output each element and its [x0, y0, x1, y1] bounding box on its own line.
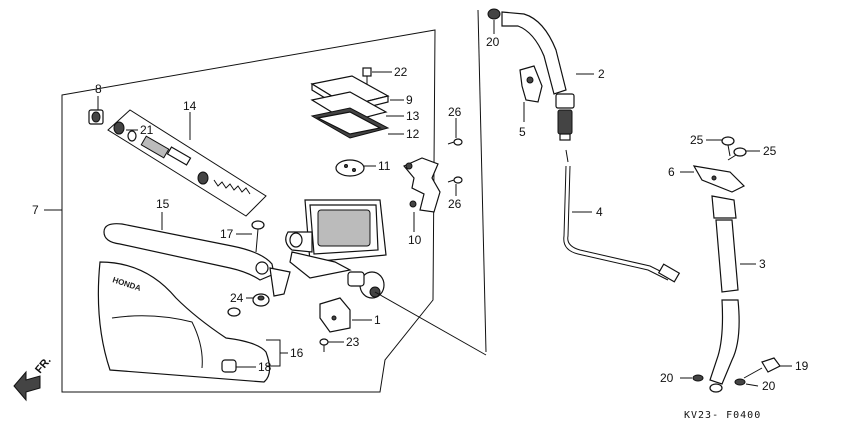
part-8-boot-cap: [88, 96, 104, 125]
part-23-screw: [319, 338, 329, 352]
callout-18: 18: [258, 360, 272, 374]
callout-14: 14: [183, 99, 197, 113]
callout-11: 11: [378, 159, 391, 173]
callout-12: 12: [406, 127, 420, 141]
diagram-code: KV23- F0400: [684, 410, 761, 421]
part-24-nut: [252, 293, 270, 307]
callout-13: 13: [406, 109, 420, 123]
part-20-washers: [692, 374, 746, 386]
part-1-stop-switch: [319, 297, 351, 333]
part-3-brake-hose: [709, 195, 740, 393]
callout-16: 16: [290, 346, 304, 360]
part-15-brake-lever: [103, 223, 291, 297]
part-26-bolts: [447, 138, 463, 184]
callout-26-bottom: 26: [448, 197, 462, 211]
callout-23: 23: [346, 335, 360, 349]
part-10-holder: [403, 157, 441, 213]
callout-7: 7: [32, 203, 39, 217]
callout-5: 5: [519, 125, 526, 139]
callout-21: 21: [140, 123, 154, 137]
front-marker-text: FR.: [33, 355, 54, 376]
callout-20-lower-left: 20: [660, 371, 674, 385]
callout-4: 4: [596, 205, 603, 219]
callout-19: 19: [795, 359, 809, 373]
lever-assembly-divider: [477, 9, 487, 353]
part-14-piston-set: [107, 109, 267, 217]
callout-17: 17: [220, 227, 234, 241]
part-5-bracket: [519, 65, 543, 103]
part-19-banjo-bolt: [743, 357, 781, 379]
callout-8: 8: [95, 82, 102, 96]
front-direction-arrow: FR.: [13, 355, 54, 402]
callout-22: 22: [394, 65, 408, 79]
callout-20-lower-right: 20: [762, 379, 776, 393]
reservoir-cap-stack: [310, 67, 390, 177]
callout-3: 3: [759, 257, 766, 271]
part-25-bolts: [721, 136, 747, 161]
part-17-pivot-bolt: [251, 220, 265, 253]
callout-10: 10: [408, 233, 422, 247]
part-2-brake-hose: [487, 8, 575, 141]
callout-20-top: 20: [486, 35, 500, 49]
master-cylinder-body: [285, 199, 487, 356]
master-cylinder-group-outline: [61, 29, 436, 393]
callout-6: 6: [668, 165, 675, 179]
callout-24: 24: [230, 291, 244, 305]
callout-26-top: 26: [448, 105, 462, 119]
callout-2: 2: [598, 67, 605, 81]
callout-15: 15: [156, 197, 170, 211]
part-4-brake-pipe: [563, 149, 681, 283]
callout-1: 1: [374, 313, 381, 327]
callout-25-left: 25: [690, 133, 704, 147]
part-16-knuckle-guard: HONDA: [97, 261, 271, 383]
callout-25-right: 25: [763, 144, 777, 158]
callout-9: 9: [406, 93, 413, 107]
part-6-pipe-clamp: [692, 165, 746, 193]
